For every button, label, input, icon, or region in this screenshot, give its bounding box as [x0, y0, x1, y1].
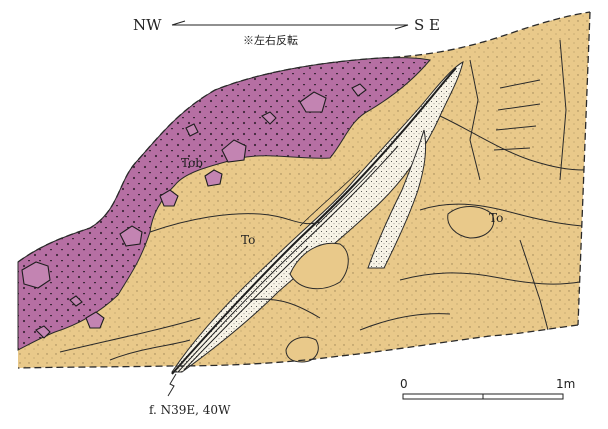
scale-start-label: 0 [400, 377, 408, 391]
scale-bar: 0 1m [400, 377, 575, 399]
orientation-left: NW [133, 16, 162, 34]
fault-label: f. N39E, 40W [149, 403, 231, 417]
orientation-header: NW S E ※左右反転 [133, 16, 440, 47]
arrow-left-icon [172, 21, 185, 25]
scale-end-label: 1m [556, 377, 575, 391]
fault-annotation: f. N39E, 40W [149, 374, 231, 417]
orientation-right: S E [414, 16, 440, 34]
leader-icon [168, 374, 176, 396]
orientation-note: ※左右反転 [243, 33, 298, 47]
unit-label-tob: Tob [181, 156, 203, 170]
unit-label-to-left: To [241, 233, 255, 247]
unit-label-to-right: To [489, 211, 503, 225]
arrow-right-icon [395, 25, 408, 29]
